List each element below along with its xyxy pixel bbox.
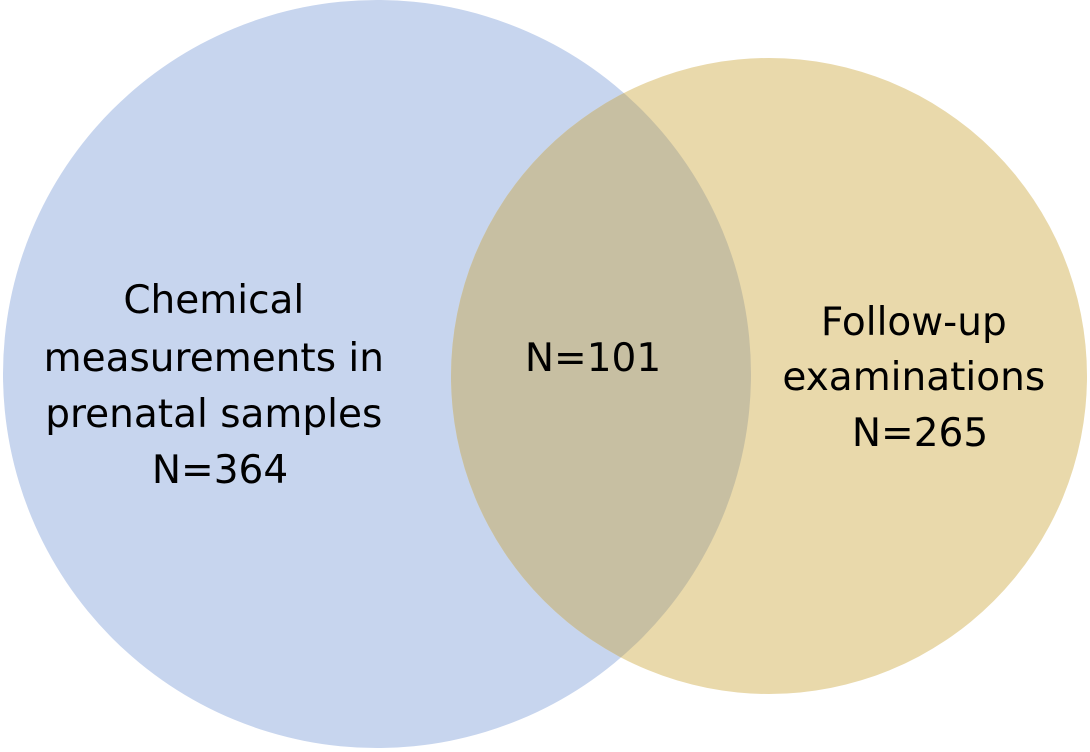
set-name-line: examinations: [782, 355, 1045, 400]
set-label-chemical: Chemical measurements in prenatal sample…: [44, 278, 397, 493]
intersection-count: N=101: [525, 336, 661, 381]
set-name-line: Chemical: [123, 278, 304, 323]
intersection-region: [451, 58, 751, 694]
set-name-line: measurements in: [44, 336, 384, 381]
set-name-line: prenatal samples: [45, 392, 382, 437]
set-name-line: Follow-up: [821, 300, 1007, 345]
set-count-follow-up: N=265: [852, 411, 988, 456]
set-count-chemical: N=364: [152, 448, 288, 493]
set-label-follow-up: Follow-up examinations N=265: [782, 300, 1057, 456]
